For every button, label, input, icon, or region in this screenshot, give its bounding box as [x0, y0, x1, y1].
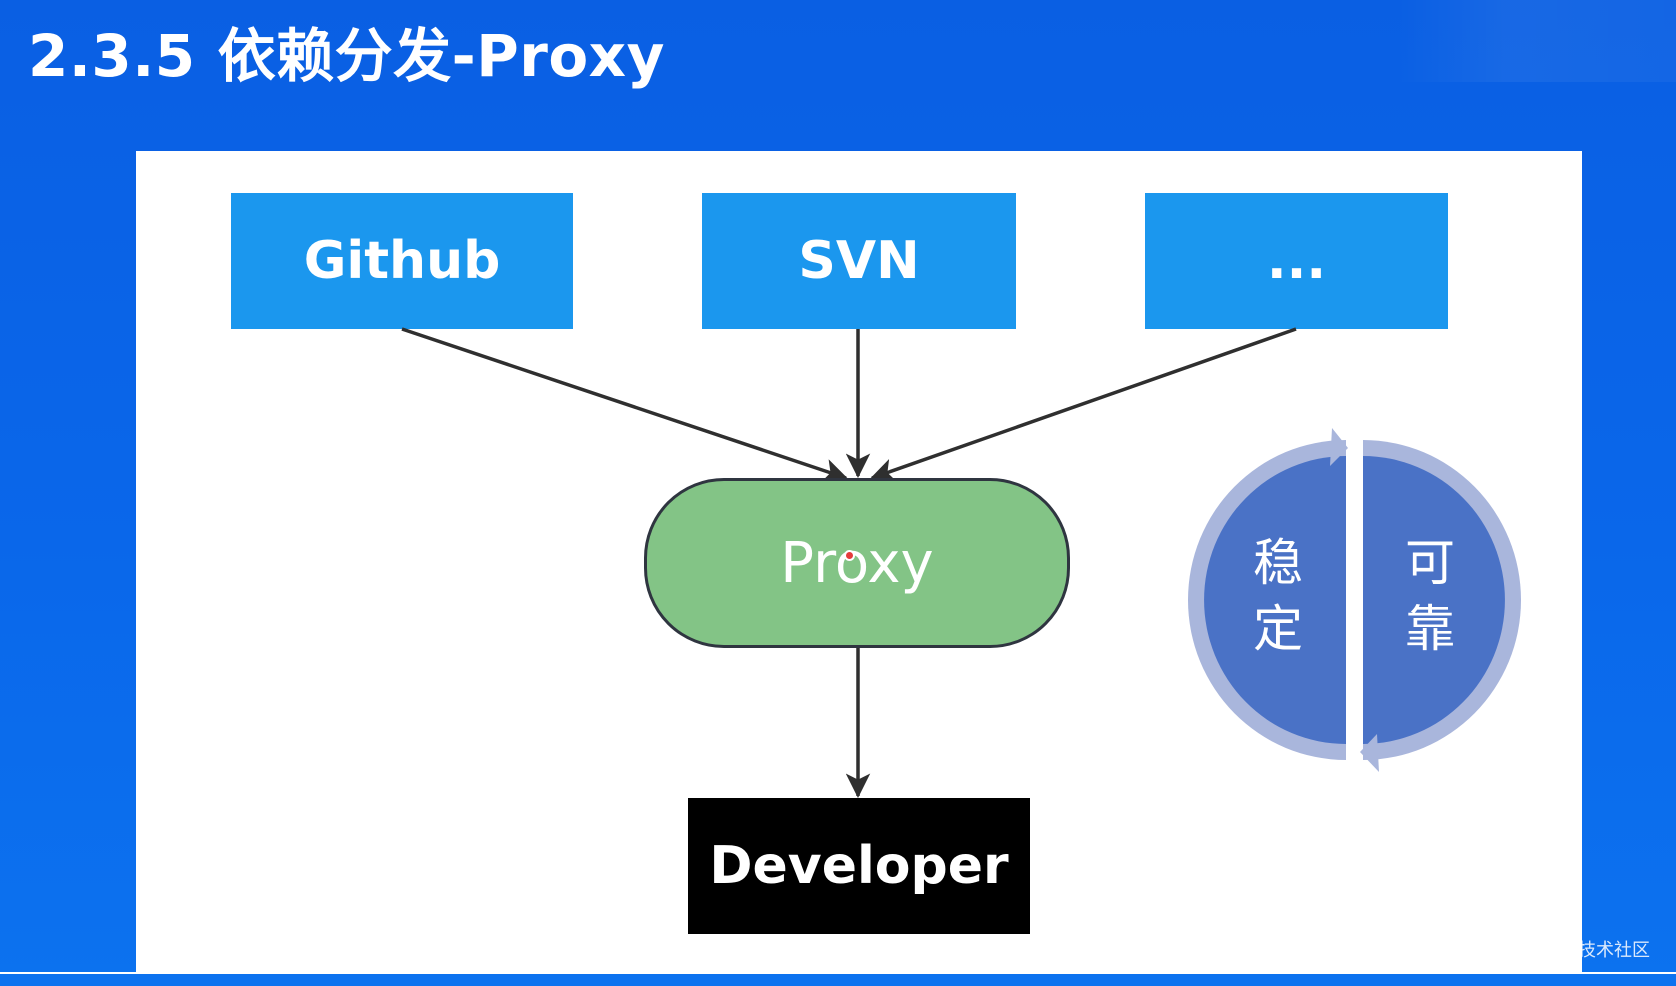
pointer-dot	[844, 550, 855, 561]
source-label-more: ...	[1266, 231, 1327, 291]
source-box-svn: SVN	[702, 193, 1016, 329]
title-number: 2.3.5	[28, 22, 196, 90]
slide-title: 2.3.5 依赖分发-Proxy	[28, 20, 665, 92]
source-box-more: ...	[1145, 193, 1448, 329]
proxy-label: Proxy	[780, 530, 934, 596]
source-box-github: Github	[231, 193, 573, 329]
watermark: @稀土掘金技术社区	[1488, 940, 1650, 961]
proxy-node: Proxy	[644, 478, 1070, 648]
developer-label: Developer	[709, 836, 1009, 896]
bottom-divider	[0, 972, 1676, 974]
cycle-label-reliable: 可 靠	[1405, 534, 1455, 658]
source-label-svn: SVN	[798, 231, 920, 291]
source-label-github: Github	[303, 231, 501, 291]
developer-box: Developer	[688, 798, 1030, 934]
corner-glow	[1396, 0, 1676, 82]
cycle-label-stable: 稳 定	[1253, 534, 1303, 658]
title-text: 依赖分发-Proxy	[217, 22, 665, 90]
